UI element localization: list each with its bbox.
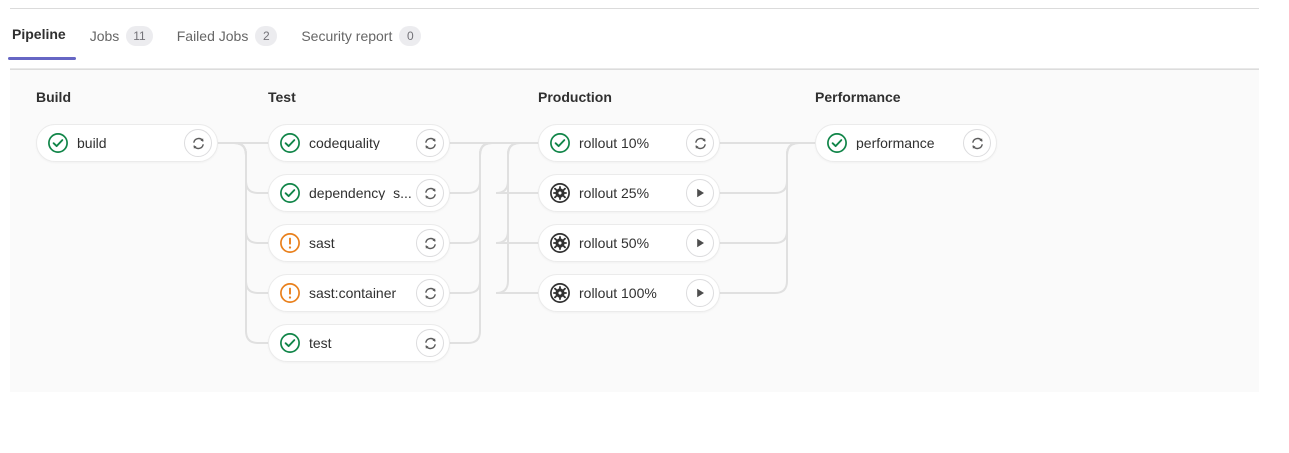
job-retry-button[interactable] [184, 129, 212, 157]
job-name: test [309, 336, 332, 350]
job-name: rollout 10% [579, 136, 650, 150]
tab-security-report[interactable]: Security report 0 [289, 24, 433, 64]
tab-label: Failed Jobs [176, 28, 249, 44]
job-retry-button[interactable] [416, 179, 444, 207]
tab-failed-jobs[interactable]: Failed Jobs 2 [165, 24, 290, 64]
job-retry-button[interactable] [416, 329, 444, 357]
status-success-icon [827, 133, 847, 153]
job-card[interactable]: rollout 25% [538, 174, 720, 212]
job-play-button[interactable] [686, 229, 714, 257]
play-icon [697, 288, 704, 298]
play-icon [697, 188, 704, 198]
job-retry-button[interactable] [416, 229, 444, 257]
tab-label: Pipeline [12, 26, 66, 42]
job-retry-button[interactable] [686, 129, 714, 157]
retry-icon [424, 337, 436, 349]
status-warning-icon [280, 233, 300, 253]
status-success-icon [550, 133, 570, 153]
retry-icon [424, 187, 436, 199]
job-name: rollout 50% [579, 236, 650, 250]
pipeline-graph-panel: Build build Test codequality dependency_s...… [10, 69, 1259, 392]
job-retry-button[interactable] [416, 279, 444, 307]
retry-icon [192, 137, 204, 149]
job-card[interactable]: test [268, 324, 450, 362]
job-card[interactable]: performance [815, 124, 997, 162]
job-name: sast:container [309, 286, 397, 300]
status-warning-icon [280, 283, 300, 303]
tab-count-badge: 11 [126, 26, 153, 46]
tab-label: Security report [301, 28, 393, 44]
stage-title-production: Production [538, 89, 612, 105]
job-card[interactable]: sast [268, 224, 450, 262]
retry-icon [424, 287, 436, 299]
pipeline-connector-lines [217, 142, 816, 344]
job-card[interactable]: rollout 100% [538, 274, 720, 312]
status-success-icon [280, 183, 300, 203]
stage-title-test: Test [268, 89, 296, 105]
retry-icon [694, 137, 706, 149]
retry-icon [971, 137, 983, 149]
job-card[interactable]: codequality [268, 124, 450, 162]
tab-count-badge: 2 [255, 26, 278, 46]
card-top-edge [10, 8, 1259, 9]
job-play-button[interactable] [686, 279, 714, 307]
stage-title-build: Build [36, 89, 71, 105]
job-card[interactable]: rollout 50% [538, 224, 720, 262]
tab-bar-divider [10, 68, 1259, 69]
status-success-icon [280, 333, 300, 353]
tab-pipeline[interactable]: Pipeline [8, 24, 78, 60]
job-retry-button[interactable] [963, 129, 991, 157]
job-name: rollout 25% [579, 186, 650, 200]
job-name: performance [856, 136, 935, 150]
retry-icon [424, 237, 436, 249]
job-name: sast [309, 236, 335, 250]
status-success-icon [280, 133, 300, 153]
active-tab-indicator [8, 57, 76, 60]
job-name: dependency_s... [309, 186, 412, 200]
status-manual-icon [550, 233, 570, 253]
tab-count-badge: 0 [399, 26, 422, 46]
play-icon [697, 238, 704, 248]
job-retry-button[interactable] [416, 129, 444, 157]
job-card[interactable]: build [36, 124, 218, 162]
job-play-button[interactable] [686, 179, 714, 207]
stage-title-performance: Performance [815, 89, 901, 105]
retry-icon [424, 137, 436, 149]
job-name: rollout 100% [579, 286, 657, 300]
job-card[interactable]: sast:container [268, 274, 450, 312]
job-name: build [77, 136, 107, 150]
job-card[interactable]: rollout 10% [538, 124, 720, 162]
pipeline-tab-bar: Pipeline Jobs 11 Failed Jobs 2 Security repor… [0, 24, 1259, 69]
job-name: codequality [309, 136, 380, 150]
job-card[interactable]: dependency_s... [268, 174, 450, 212]
status-manual-icon [550, 183, 570, 203]
tab-label: Jobs [89, 28, 120, 44]
status-manual-icon [550, 283, 570, 303]
tab-jobs[interactable]: Jobs 11 [78, 24, 165, 64]
status-success-icon [48, 133, 68, 153]
